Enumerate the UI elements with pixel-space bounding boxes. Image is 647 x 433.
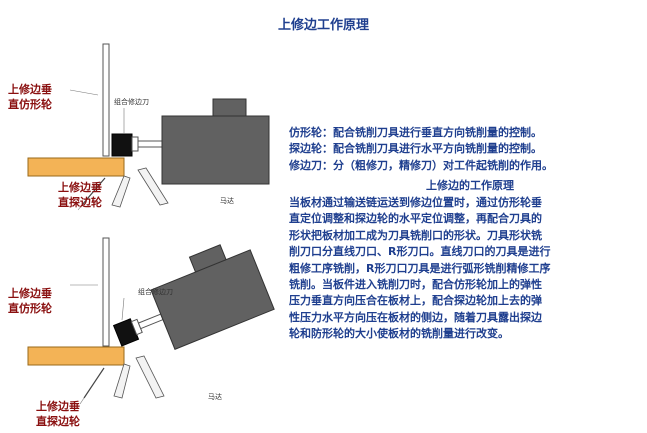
description-line: 轮和防形轮的大小使板材的铣削量进行改变。 xyxy=(289,327,509,341)
top-board xyxy=(27,157,125,177)
top-cutter xyxy=(111,133,133,157)
description-line: 铣削。当板件进入铣削刀时，配合仿形轮加上的弹性 xyxy=(289,278,542,292)
bottom-board xyxy=(27,346,125,366)
top-cutter-label: 组合修边刀 xyxy=(114,98,149,106)
description-line: 性压力水平方向压在板材的侧边，随着刀具露出探边 xyxy=(289,310,542,324)
description-block: 当板材通过输送链运送到修边位置时，通过仿形轮垂 直定位调整和探边轮的水平定位调整… xyxy=(289,195,550,343)
definition-trim-cutter: 修边刀：分（粗修刀，精修刀）对工件起铣削的作用。 xyxy=(289,158,553,172)
page-title: 上修边工作原理 xyxy=(277,18,369,33)
description-line: 粗修工序铣削，R形刀口刀具是进行弧形铣削精修工序 xyxy=(289,261,551,275)
section-title: 上修边的工作原理 xyxy=(426,179,514,192)
description-line: 削刀口分直线刀口、R形刀口。直线刀口的刀具是进行 xyxy=(289,245,551,259)
bottom-diagram xyxy=(27,237,275,405)
top-motor xyxy=(161,115,270,185)
bottom-motor-box xyxy=(188,244,227,273)
description-line: 形状把板材加工成为刀具铣削口的形状。刀具形状铣 xyxy=(289,228,542,242)
bottom-cutter-label: 组合修边刀 xyxy=(138,288,173,296)
top-diagram xyxy=(27,43,270,211)
definition-probe-wheel: 探边轮：配合铣削刀具进行水平方向铣削量的控制。 xyxy=(289,142,542,156)
bottom-guide-wheel-label: 上修边垂 直仿形轮 xyxy=(8,287,52,315)
bottom-guide-plate xyxy=(102,237,110,347)
definition-guide-wheel: 仿形轮：配合铣削刀具进行垂直方向铣削量的控制。 xyxy=(289,126,542,139)
bottom-motor-label: 马达 xyxy=(208,393,222,401)
definitions-block: 仿形轮：配合铣削刀具进行垂直方向铣削量的控制。 探边轮：配合铣削刀具进行水平方向… xyxy=(289,125,553,174)
description-line: 压力垂直方向压合在板材上，配合探边轮加上去的弹 xyxy=(289,294,542,308)
description-line: 当板材通过输送链运送到修边位置时，通过仿形轮垂 xyxy=(289,196,542,209)
top-probe-wheel-label: 上修边垂 直探边轮 xyxy=(58,181,102,209)
description-line: 直定位调整和探边轮的水平定位调整，再配合刀具的 xyxy=(289,212,542,226)
top-motor-label: 马达 xyxy=(220,197,234,205)
bottom-probe-wheel-label: 上修边垂 直探边轮 xyxy=(36,400,80,428)
top-motor-box xyxy=(212,98,247,117)
top-guide-plate xyxy=(102,43,110,157)
top-guide-wheel-label: 上修边垂 直仿形轮 xyxy=(8,83,52,111)
